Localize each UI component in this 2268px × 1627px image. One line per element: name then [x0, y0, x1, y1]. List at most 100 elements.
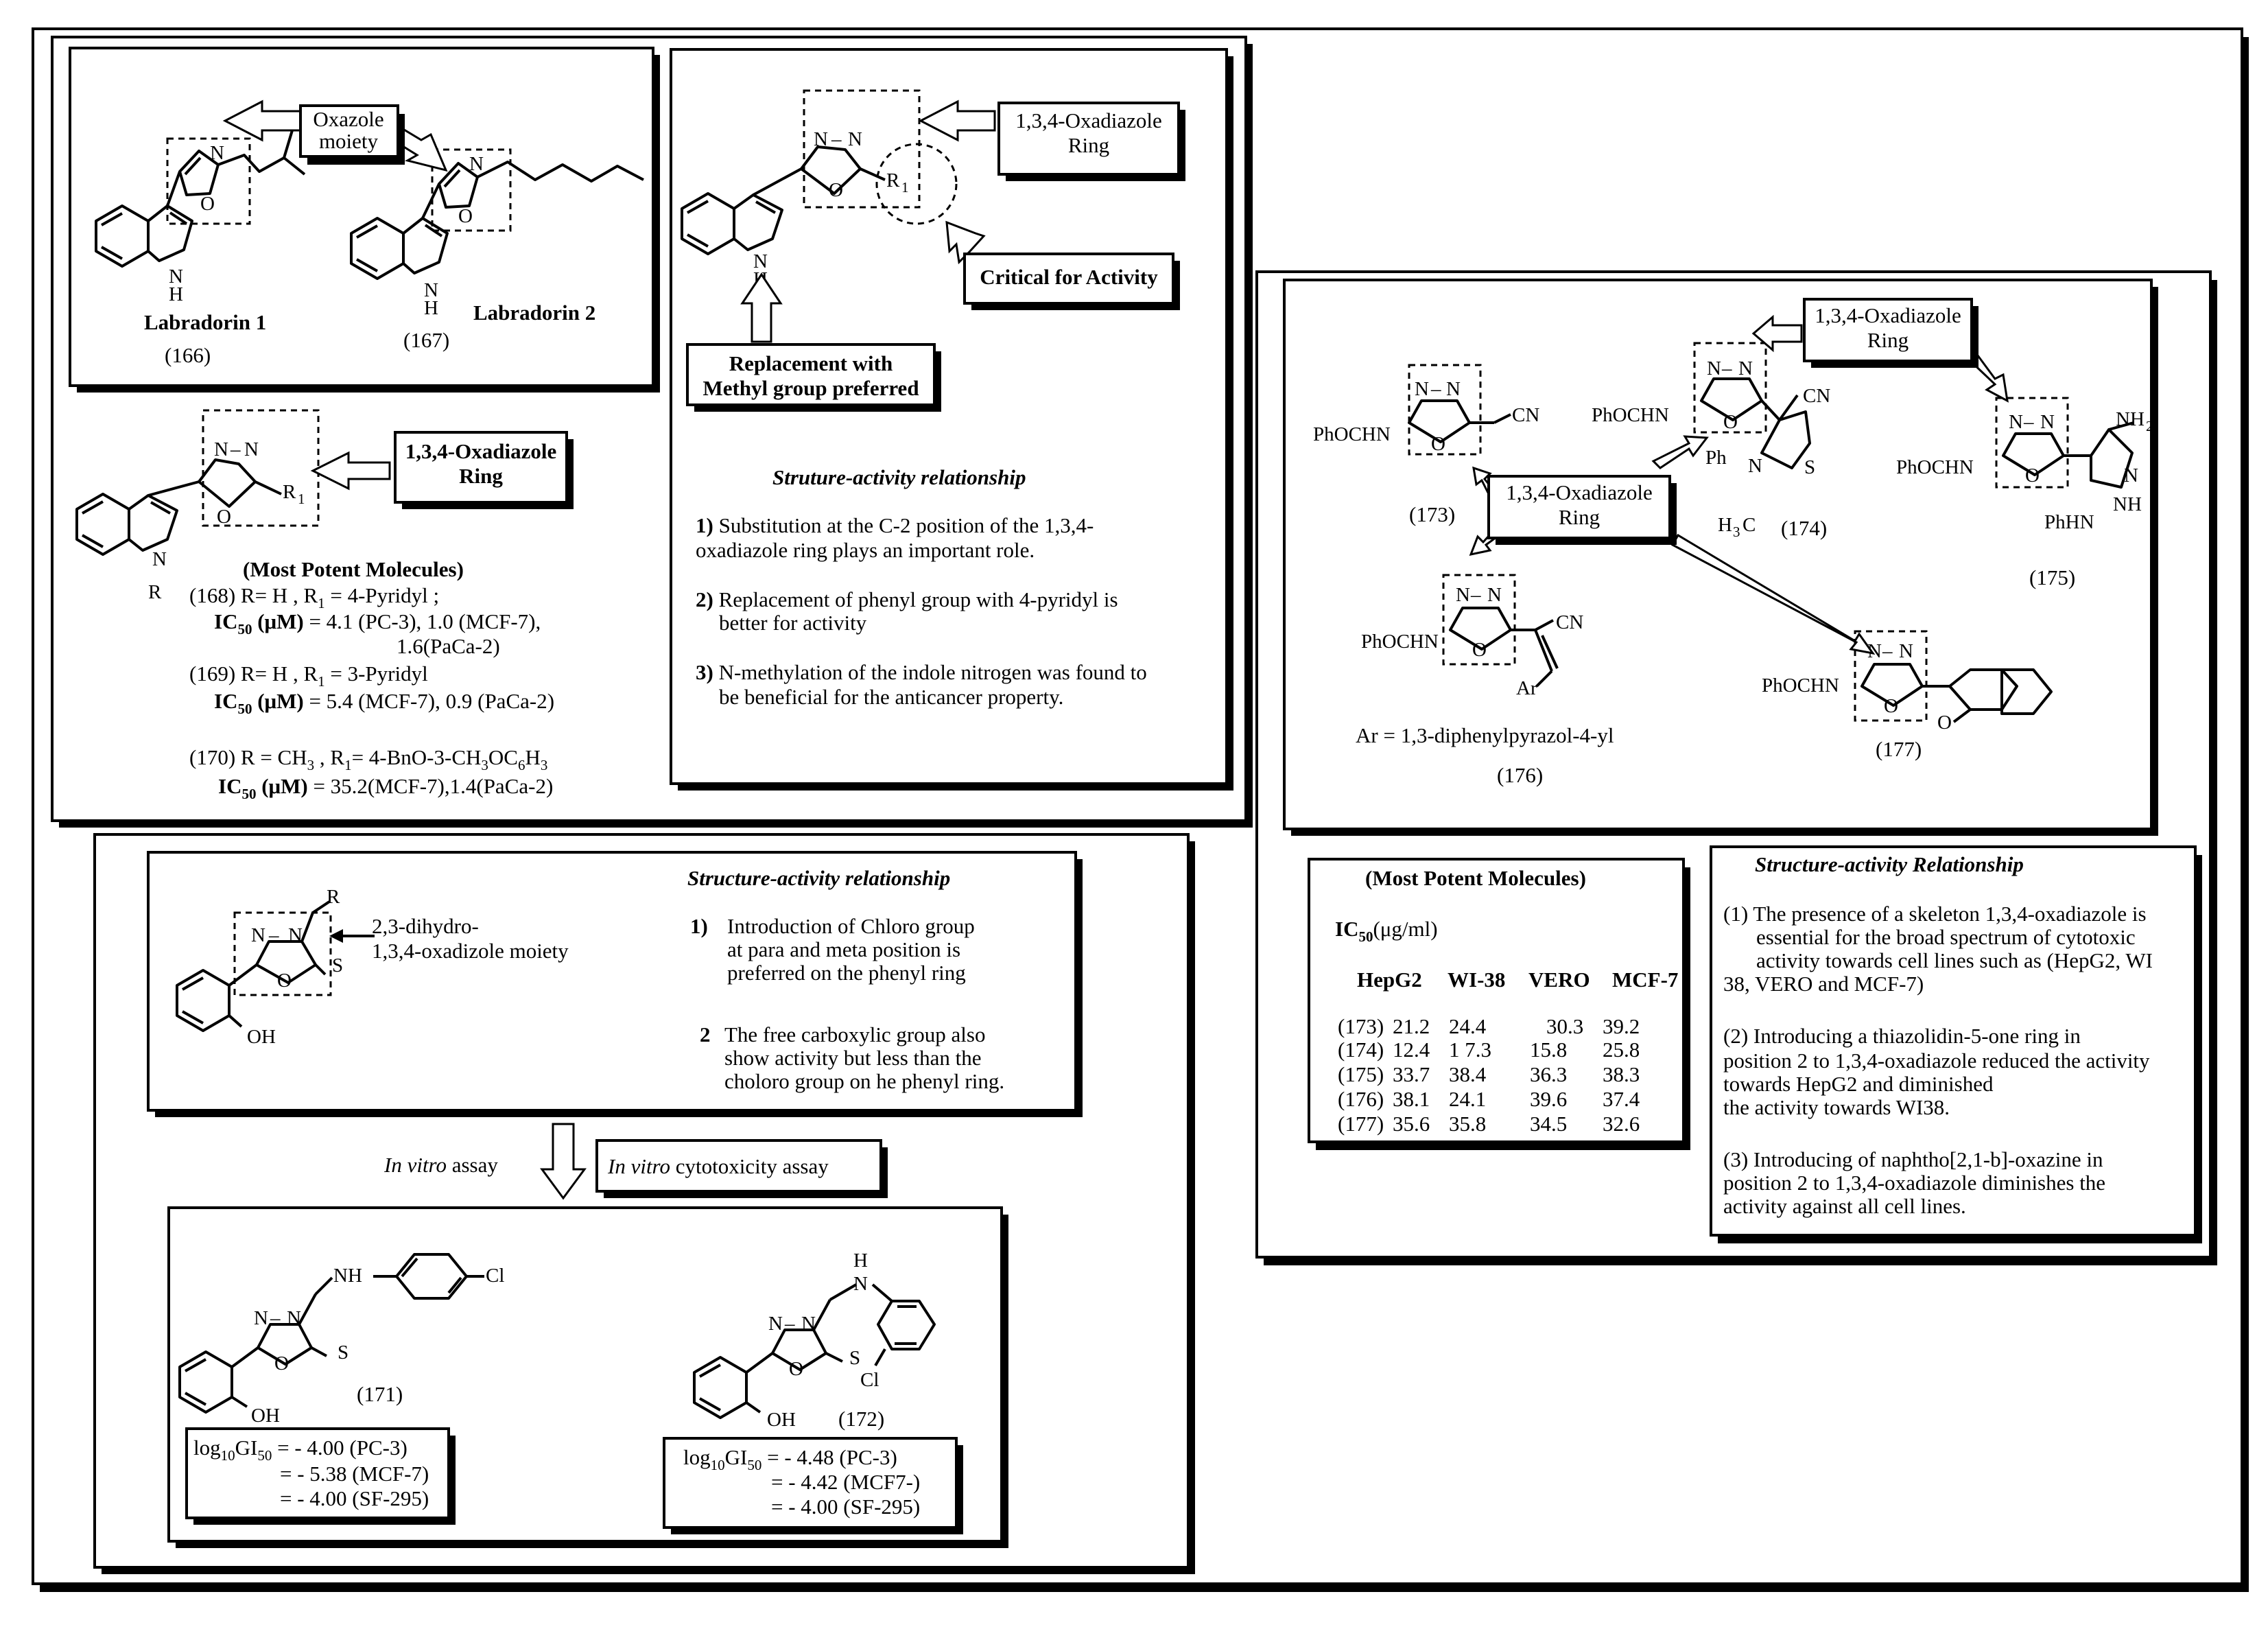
svg-text:N: N	[1867, 640, 1882, 662]
panel-c-sar-title: Structure-activity relationship	[687, 866, 950, 890]
svg-text:O: O	[1937, 712, 1952, 734]
compound-169-sub: 1	[318, 673, 325, 690]
ic50-sub: 50	[241, 786, 256, 802]
most-potent-heading: (Most Potent Molecules)	[243, 557, 464, 581]
svg-text:N: N	[1899, 640, 1913, 662]
row-id: (176)	[1338, 1087, 1384, 1111]
table-row: (176) 38.1 24.1 39.6 37.4	[1338, 1087, 1640, 1111]
table-row: (175) 33.7 38.4 36.3 38.3	[1338, 1062, 1640, 1086]
svg-text:CN: CN	[1556, 611, 1583, 633]
gi-sub: 50	[747, 1457, 761, 1473]
svg-text:N: N	[287, 1307, 301, 1329]
cell: 24.1	[1449, 1087, 1486, 1111]
svg-text:Cl: Cl	[486, 1265, 504, 1287]
moiety-label-line1: 2,3-dihydro-	[372, 914, 479, 938]
panel-b-oxadiazole-label-line1: 1,3,4-Oxadiazole	[1015, 108, 1161, 132]
ar-definition: Ar = 1,3-diphenylpyrazol-4-yl	[1356, 723, 1614, 747]
col-header: MCF-7	[1612, 968, 1678, 992]
compound-173-structure: PhOCHN N – N O CN	[1313, 364, 1539, 456]
svg-text:3: 3	[1733, 524, 1740, 540]
svg-text:S: S	[332, 955, 343, 976]
svg-text:O: O	[274, 1353, 289, 1374]
sar-point-3-num: 3)	[696, 660, 713, 684]
compound-168-sub: 1	[318, 595, 325, 611]
svg-text:N: N	[2009, 411, 2023, 433]
svg-text:O: O	[1472, 639, 1487, 661]
ic50-168-line: IC50 (μM) = 4.1 (PC-3), 1.0 (MCF-7),	[214, 609, 541, 637]
svg-text:N: N	[424, 279, 438, 301]
svg-text:PhOCHN: PhOCHN	[1762, 675, 1839, 697]
cyto-word: cytotoxicity assay	[670, 1154, 829, 1178]
compound-174-label: (174)	[1781, 516, 1827, 540]
left-arrow-to-labradorin-1	[222, 100, 302, 142]
sar-d-3-line1: (3) Introducing of naphtho[2,1-b]-oxazin…	[1723, 1147, 2103, 1171]
sar-d-1-line1: (1) The presence of a skeleton 1,3,4-oxa…	[1723, 902, 2147, 926]
log-label: log	[193, 1436, 221, 1460]
svg-text:O: O	[789, 1358, 803, 1380]
panel-d-mid-oxadiazole-line2: Ring	[1559, 505, 1600, 529]
panel-a-oxadiazole-label-line1: 1,3,4-Oxadiazole	[405, 439, 556, 463]
sar-d-3-line2: position 2 to 1,3,4-oxadiazole diminishe…	[1723, 1171, 2105, 1195]
row-id: (173)	[1338, 1014, 1384, 1038]
cell: 24.4	[1449, 1014, 1487, 1038]
down-arrow-assay	[540, 1123, 587, 1200]
cell: 21.2	[1393, 1014, 1430, 1038]
svg-text:OH: OH	[247, 1026, 276, 1048]
col-header: HepG2	[1357, 968, 1422, 992]
log-sub: 10	[711, 1457, 725, 1473]
svg-text:N: N	[1707, 358, 1721, 379]
svg-text:S: S	[338, 1342, 349, 1363]
ic50-169-line: IC50 (μM) = 5.4 (MCF-7), 0.9 (PaCa-2)	[214, 689, 554, 717]
cell: 38.1	[1393, 1087, 1430, 1111]
sar-d-2-line4: the activity towards WI38.	[1723, 1095, 1950, 1119]
svg-text:N: N	[251, 924, 265, 946]
svg-text:–: –	[1882, 640, 1893, 662]
cell: 36.3	[1530, 1062, 1567, 1086]
svg-text:N: N	[288, 924, 303, 946]
row-id: (174)	[1338, 1038, 1384, 1062]
svg-text:R: R	[148, 581, 162, 603]
cytotoxicity-assay-label: In vitro cytotoxicity assay	[607, 1154, 829, 1178]
svg-text:N: N	[801, 1313, 816, 1335]
sar-d-1-line2: essential for the broad spectrum of cyto…	[1756, 925, 2136, 949]
panel-c-point-1-line2: at para and meta position is	[727, 937, 960, 961]
gi50-172-line1: log10GI50 = - 4.48 (PC-3)	[683, 1445, 897, 1473]
compound-171-structure: N – N O S NH Cl OH	[178, 1253, 504, 1427]
sar-point-3-line1: 3) N-methylation of the indole nitrogen …	[696, 660, 1147, 684]
sar-point-2-text: Replacement of phenyl group with 4-pyrid…	[713, 587, 1118, 611]
compound-168-b: = 4-Pyridyl ;	[325, 583, 439, 607]
sub-6: 6	[518, 757, 525, 773]
svg-text:N: N	[1446, 378, 1461, 400]
arrow-to-sar-ring	[918, 100, 996, 142]
log-sub: 10	[221, 1447, 235, 1464]
ic50-label: IC	[214, 689, 237, 713]
cell: 1 7.3	[1449, 1038, 1491, 1062]
svg-text:CN: CN	[1512, 404, 1539, 426]
cell: 33.7	[1393, 1062, 1430, 1086]
compound-169-b: = 3-Pyridyl	[325, 662, 428, 686]
svg-text:NH: NH	[333, 1265, 362, 1287]
svg-text:N: N	[2124, 465, 2138, 487]
compound-172-structure: N – N O S H N Cl OH	[693, 1250, 936, 1431]
log-label: log	[683, 1445, 711, 1469]
svg-text:N: N	[1415, 378, 1429, 400]
ic50-table: HepG2 WI-38 VERO MCF-7 (173) 21.2 24.4 3…	[1338, 968, 1678, 1136]
compound-176-structure: PhOCHN N – N O CN Ar	[1361, 574, 1583, 699]
arrow-ring-mid-174	[1651, 435, 1709, 469]
compound-170-a: (170) R = CH	[189, 745, 307, 769]
sar-d-2-line1: (2) Introducing a thiazolidin-5-one ring…	[1723, 1024, 2081, 1048]
panel-d-mid-oxadiazole-line1: 1,3,4-Oxadiazole	[1506, 480, 1652, 504]
ic50-sub: 50	[237, 701, 252, 717]
svg-text:C: C	[1743, 514, 1756, 536]
compound-172-label: (172)	[838, 1407, 884, 1431]
cell: 34.5	[1530, 1112, 1567, 1136]
svg-text:O: O	[829, 179, 843, 201]
svg-text:O: O	[277, 970, 292, 992]
svg-text:O: O	[458, 205, 473, 227]
cell: 35.6	[1393, 1112, 1430, 1136]
svg-text:PhHN: PhHN	[2044, 511, 2094, 533]
sar-d-2-line2: position 2 to 1,3,4-oxadiazole reduced t…	[1723, 1049, 2150, 1073]
svg-text:S: S	[849, 1347, 860, 1369]
compound-169-a: (169) R= H , R	[189, 662, 318, 686]
svg-text:H: H	[853, 1250, 868, 1272]
